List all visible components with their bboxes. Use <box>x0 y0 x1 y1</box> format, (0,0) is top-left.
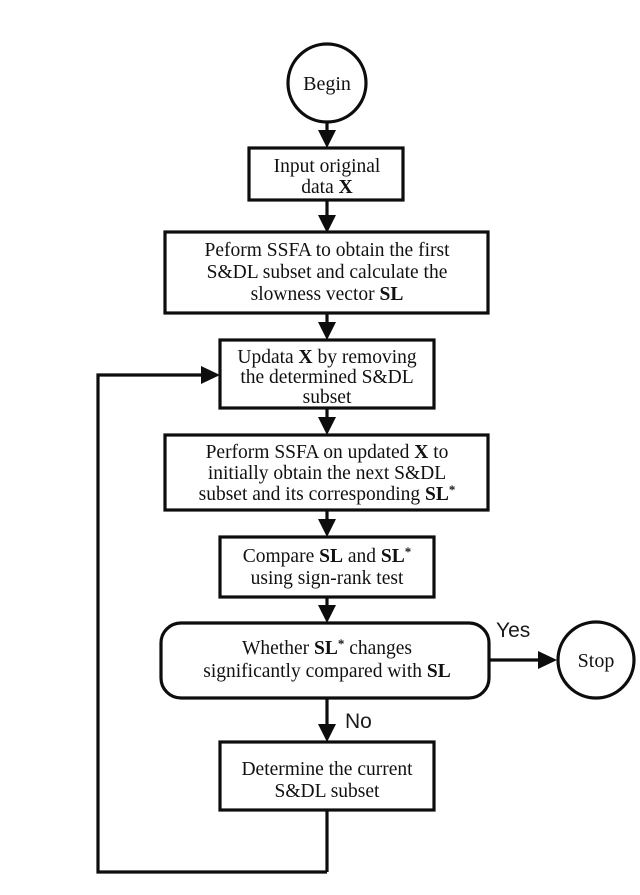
perform-first-line1: Peform SSFA to obtain the first <box>204 240 450 261</box>
node-compare[interactable]: Compare SL and SL* using sign-rank test <box>218 535 436 599</box>
node-perform-next-ssfa[interactable]: Perform SSFA on updated X to initially o… <box>163 433 490 512</box>
determine-line2: S&DL subset <box>275 781 380 802</box>
edge-label-yes: Yes <box>496 619 530 642</box>
node-stop[interactable]: Stop <box>556 620 636 700</box>
edge-begin-to-input <box>318 122 336 148</box>
node-determine[interactable]: Determine the current S&DL subset <box>218 740 436 812</box>
node-perform-first-ssfa[interactable]: Peform SSFA to obtain the first S&DL sub… <box>163 230 490 315</box>
edge-label-no: No <box>345 710 372 733</box>
perform-first-line3: slowness vector SL <box>251 284 404 305</box>
perform-next-line1: Perform SSFA on updated X to <box>206 442 449 463</box>
decision-line1: Whether SL* changes <box>242 636 412 659</box>
edge-decision-to-determine-no <box>318 698 336 742</box>
update-line1: Updata X by removing <box>237 347 417 368</box>
update-line2: the determined S&DL <box>240 367 413 388</box>
input-line1: Input original <box>274 156 381 177</box>
edge-perform-first-to-update <box>318 313 336 340</box>
input-line2: data X <box>301 177 352 198</box>
edge-update-to-perform-next <box>318 408 336 435</box>
node-update-data[interactable]: Updata X by removing the determined S&DL… <box>218 338 436 410</box>
decision-line2: significantly compared with SL <box>203 661 451 682</box>
node-input-data[interactable]: Input original data X <box>247 146 405 202</box>
node-begin[interactable]: Begin <box>286 42 368 124</box>
edge-compare-to-decision <box>318 597 336 623</box>
begin-label: Begin <box>303 73 351 95</box>
edge-input-to-perform-first <box>318 200 336 233</box>
compare-line2: using sign-rank test <box>251 568 404 589</box>
edge-perform-next-to-compare <box>318 510 336 537</box>
perform-next-line2: initially obtain the next S&DL <box>208 463 446 484</box>
determine-line1: Determine the current <box>241 759 413 780</box>
edge-feedback-loop <box>96 366 327 874</box>
stop-label: Stop <box>578 650 615 672</box>
edge-decision-to-stop-yes <box>489 651 557 669</box>
perform-next-line3: subset and its corresponding SL* <box>199 482 456 505</box>
node-decision[interactable]: Whether SL* changes significantly compar… <box>159 621 491 700</box>
update-line3: subset <box>303 387 352 408</box>
perform-first-line2: S&DL subset and calculate the <box>207 262 448 283</box>
compare-line1: Compare SL and SL* <box>243 544 411 567</box>
